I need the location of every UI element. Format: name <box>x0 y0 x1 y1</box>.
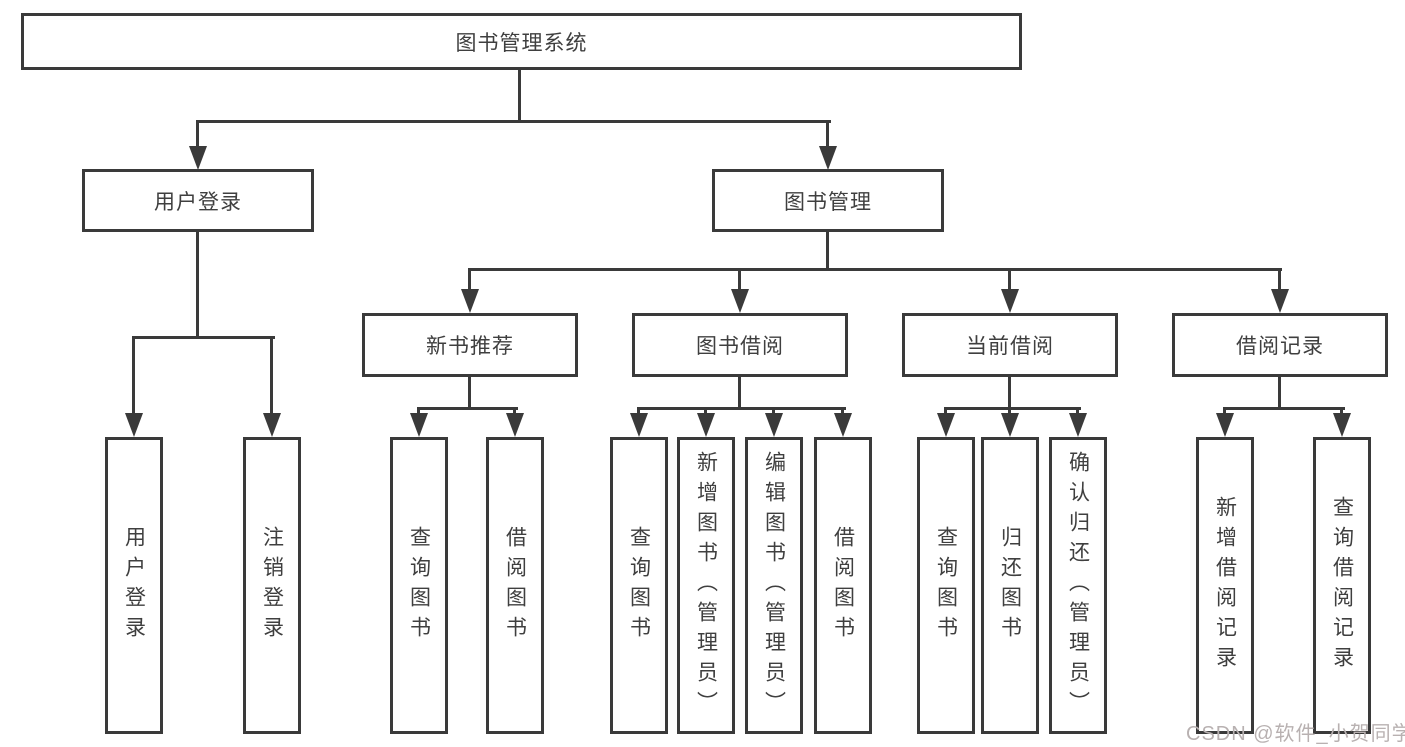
leaf-label: 确认归还（管理员） <box>1066 450 1090 721</box>
leaf-query-borrow-record: 查询借阅记录 <box>1313 437 1371 734</box>
arrow-down-icon <box>765 413 783 437</box>
connector-line <box>196 232 199 338</box>
arrow-down-icon <box>731 289 749 313</box>
connector-line <box>1278 268 1281 293</box>
leaf-label: 查询借阅记录 <box>1330 495 1354 676</box>
arrow-down-icon <box>834 413 852 437</box>
node-user-login: 用户登录 <box>82 169 314 232</box>
leaf-query-book-recommend: 查询图书 <box>390 437 448 734</box>
leaf-label: 归还图书 <box>998 525 1022 646</box>
connector-line <box>637 407 846 410</box>
connector-line <box>513 407 516 417</box>
arrow-down-icon <box>506 413 524 437</box>
leaf-label: 编辑图书（管理员） <box>762 450 786 721</box>
connector-line <box>468 377 471 410</box>
node-root-library-system: 图书管理系统 <box>21 13 1022 70</box>
leaf-borrow-book-recommend: 借阅图书 <box>486 437 544 734</box>
arrow-down-icon <box>125 413 143 437</box>
leaf-edit-book-admin: 编辑图书（管理员） <box>745 437 803 734</box>
leaf-borrow-book: 借阅图书 <box>814 437 872 734</box>
arrow-down-icon <box>189 146 207 170</box>
connector-line <box>468 268 471 293</box>
connector-line <box>196 120 831 123</box>
connector-line <box>468 268 1282 271</box>
connector-line <box>841 407 844 417</box>
connector-line <box>1340 407 1343 417</box>
connector-line <box>1008 407 1011 417</box>
leaf-add-book-admin: 新增图书（管理员） <box>677 437 735 734</box>
leaf-add-borrow-record: 新增借阅记录 <box>1196 437 1254 734</box>
connector-line <box>518 70 521 120</box>
arrow-down-icon <box>1333 413 1351 437</box>
leaf-label: 查询图书 <box>627 525 651 646</box>
arrow-down-icon <box>1001 413 1019 437</box>
leaf-label: 用户登录 <box>122 525 146 646</box>
connector-line <box>826 232 829 271</box>
leaf-label: 借阅图书 <box>503 525 527 646</box>
connector-line <box>1278 377 1281 410</box>
leaf-confirm-return-admin: 确认归还（管理员） <box>1049 437 1107 734</box>
connector-line <box>1223 407 1345 410</box>
connector-line <box>270 336 273 416</box>
connector-line <box>944 407 947 417</box>
arrow-down-icon <box>410 413 428 437</box>
connector-line <box>738 268 741 293</box>
arrow-down-icon <box>1271 289 1289 313</box>
connector-line <box>637 407 640 417</box>
connector-line <box>417 407 518 410</box>
leaf-label: 注销登录 <box>260 525 284 646</box>
watermark-text: CSDN @软件_小贺同学 <box>1186 723 1405 745</box>
connector-line <box>944 407 1081 410</box>
connector-line <box>132 336 275 339</box>
arrow-down-icon <box>1069 413 1087 437</box>
arrow-down-icon <box>1001 289 1019 313</box>
arrow-down-icon <box>697 413 715 437</box>
leaf-return-book: 归还图书 <box>981 437 1039 734</box>
arrow-down-icon <box>461 289 479 313</box>
connector-line <box>772 407 775 417</box>
leaf-user-login: 用户登录 <box>105 437 163 734</box>
arrow-down-icon <box>819 146 837 170</box>
connector-line <box>1008 377 1011 410</box>
connector-line <box>738 377 741 410</box>
connector-line <box>417 407 420 417</box>
node-book-borrow: 图书借阅 <box>632 313 848 377</box>
connector-line <box>132 336 135 416</box>
leaf-query-book-borrow: 查询图书 <box>610 437 668 734</box>
arrow-down-icon <box>263 413 281 437</box>
node-book-management: 图书管理 <box>712 169 944 232</box>
leaf-label: 借阅图书 <box>831 525 855 646</box>
node-current-borrow: 当前借阅 <box>902 313 1118 377</box>
connector-line <box>1076 407 1079 417</box>
leaf-label: 查询图书 <box>934 525 958 646</box>
arrow-down-icon <box>1216 413 1234 437</box>
leaf-logout: 注销登录 <box>243 437 301 734</box>
leaf-label: 新增图书（管理员） <box>694 450 718 721</box>
connector-line <box>704 407 707 417</box>
node-borrow-records: 借阅记录 <box>1172 313 1388 377</box>
connector-line <box>826 120 829 148</box>
connector-line <box>1008 268 1011 293</box>
arrow-down-icon <box>630 413 648 437</box>
connector-line <box>1223 407 1226 417</box>
connector-line <box>196 120 199 148</box>
leaf-query-book-current: 查询图书 <box>917 437 975 734</box>
leaf-label: 查询图书 <box>407 525 431 646</box>
node-new-book-recommend: 新书推荐 <box>362 313 578 377</box>
leaf-label: 新增借阅记录 <box>1213 495 1237 676</box>
arrow-down-icon <box>937 413 955 437</box>
